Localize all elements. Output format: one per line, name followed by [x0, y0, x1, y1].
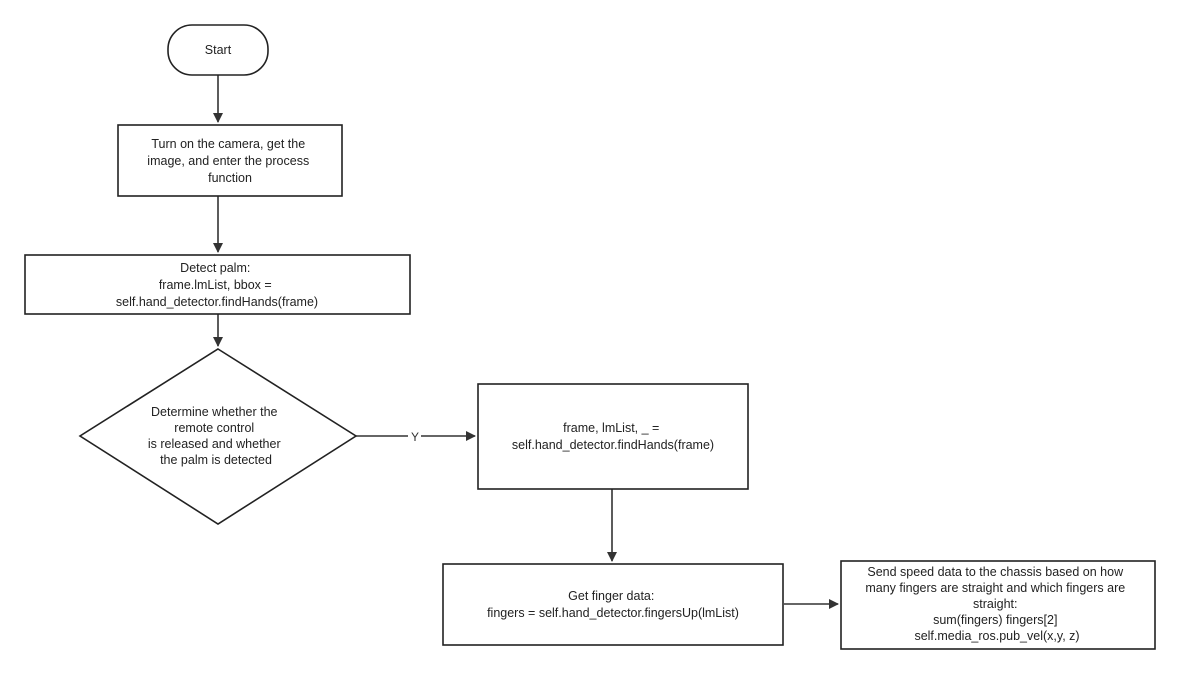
camera-process-box — [117, 124, 343, 197]
send-speed-text-line: sum(fingers) fingers[2] — [933, 613, 1057, 627]
node-decision: Determine whether the remote control is … — [78, 348, 358, 525]
finger-data-text-line: fingers = self.hand_detector.fingersUp(l… — [487, 606, 739, 620]
send-speed-text-line: straight: — [973, 597, 1017, 611]
node-detect-palm: Detect palm: frame.lmList, bbox = self.h… — [24, 254, 411, 315]
node-camera: Turn on the camera, get the image, and e… — [117, 124, 343, 197]
node-send-speed: Send speed data to the chassis based on … — [840, 560, 1156, 650]
edges: Y — [213, 75, 839, 609]
send-speed-text-line: Send speed data to the chassis based on … — [867, 565, 1124, 579]
find-hands-text-line: self.hand_detector.findHands(frame) — [512, 438, 714, 452]
detect-palm-process-box — [24, 254, 411, 315]
svg-text:Get finger data: fingers: Get finger data: fingers = self.hand_det… — [487, 589, 739, 620]
svg-text:Determine whether the re: Determine whether the remote control is … — [148, 405, 284, 467]
svg-text:Detect palm: frame.lmLis: Detect palm: frame.lmList, bbox = self.h… — [116, 261, 318, 309]
node-start: Start — [167, 24, 269, 76]
start-label: Start — [205, 43, 232, 57]
edge-label-yes: Y — [411, 430, 419, 444]
decision-text-line: remote control — [174, 421, 254, 435]
decision-diamond-shape — [78, 348, 358, 525]
decision-text-line: is released and whether — [148, 437, 281, 451]
decision-text-line: Determine whether the — [151, 405, 278, 419]
detect-palm-text-line: Detect palm: — [180, 261, 250, 275]
edge-label-background — [408, 428, 421, 444]
node-finger-data: Get finger data: fingers = self.hand_det… — [442, 563, 784, 646]
send-speed-process-box — [840, 560, 1156, 650]
detect-palm-text-line: frame.lmList, bbox = — [159, 278, 272, 292]
camera-text-line: image, and enter the process — [147, 154, 309, 168]
svg-text:Start: Start — [205, 43, 232, 57]
node-find-hands: frame, lmList, _ = self.hand_detector.fi… — [477, 383, 749, 490]
finger-data-process-box — [442, 563, 784, 646]
find-hands-process-box — [477, 383, 749, 490]
camera-text-line: Turn on the camera, get the — [151, 137, 305, 151]
svg-text:Send speed data to the chassis: Send speed data to the chassis based on … — [865, 565, 1128, 643]
svg-text:Turn on the camera, get the: Turn on the camera, get the image, and e… — [147, 137, 312, 185]
svg-text:frame, lmList, _ = self.: frame, lmList, _ = self.hand_detector.fi… — [512, 421, 714, 452]
send-speed-text-line: self.media_ros.pub_vel(x,y, z) — [914, 629, 1079, 643]
find-hands-text-line: frame, lmList, _ = — [563, 421, 659, 435]
start-terminator-shape — [167, 24, 269, 76]
detect-palm-text-line: self.hand_detector.findHands(frame) — [116, 295, 318, 309]
finger-data-text-line: Get finger data: — [568, 589, 654, 603]
send-speed-text-line: many fingers are straight and which fing… — [865, 581, 1125, 595]
decision-text-line: the palm is detected — [160, 453, 272, 467]
camera-text-line: function — [208, 171, 252, 185]
